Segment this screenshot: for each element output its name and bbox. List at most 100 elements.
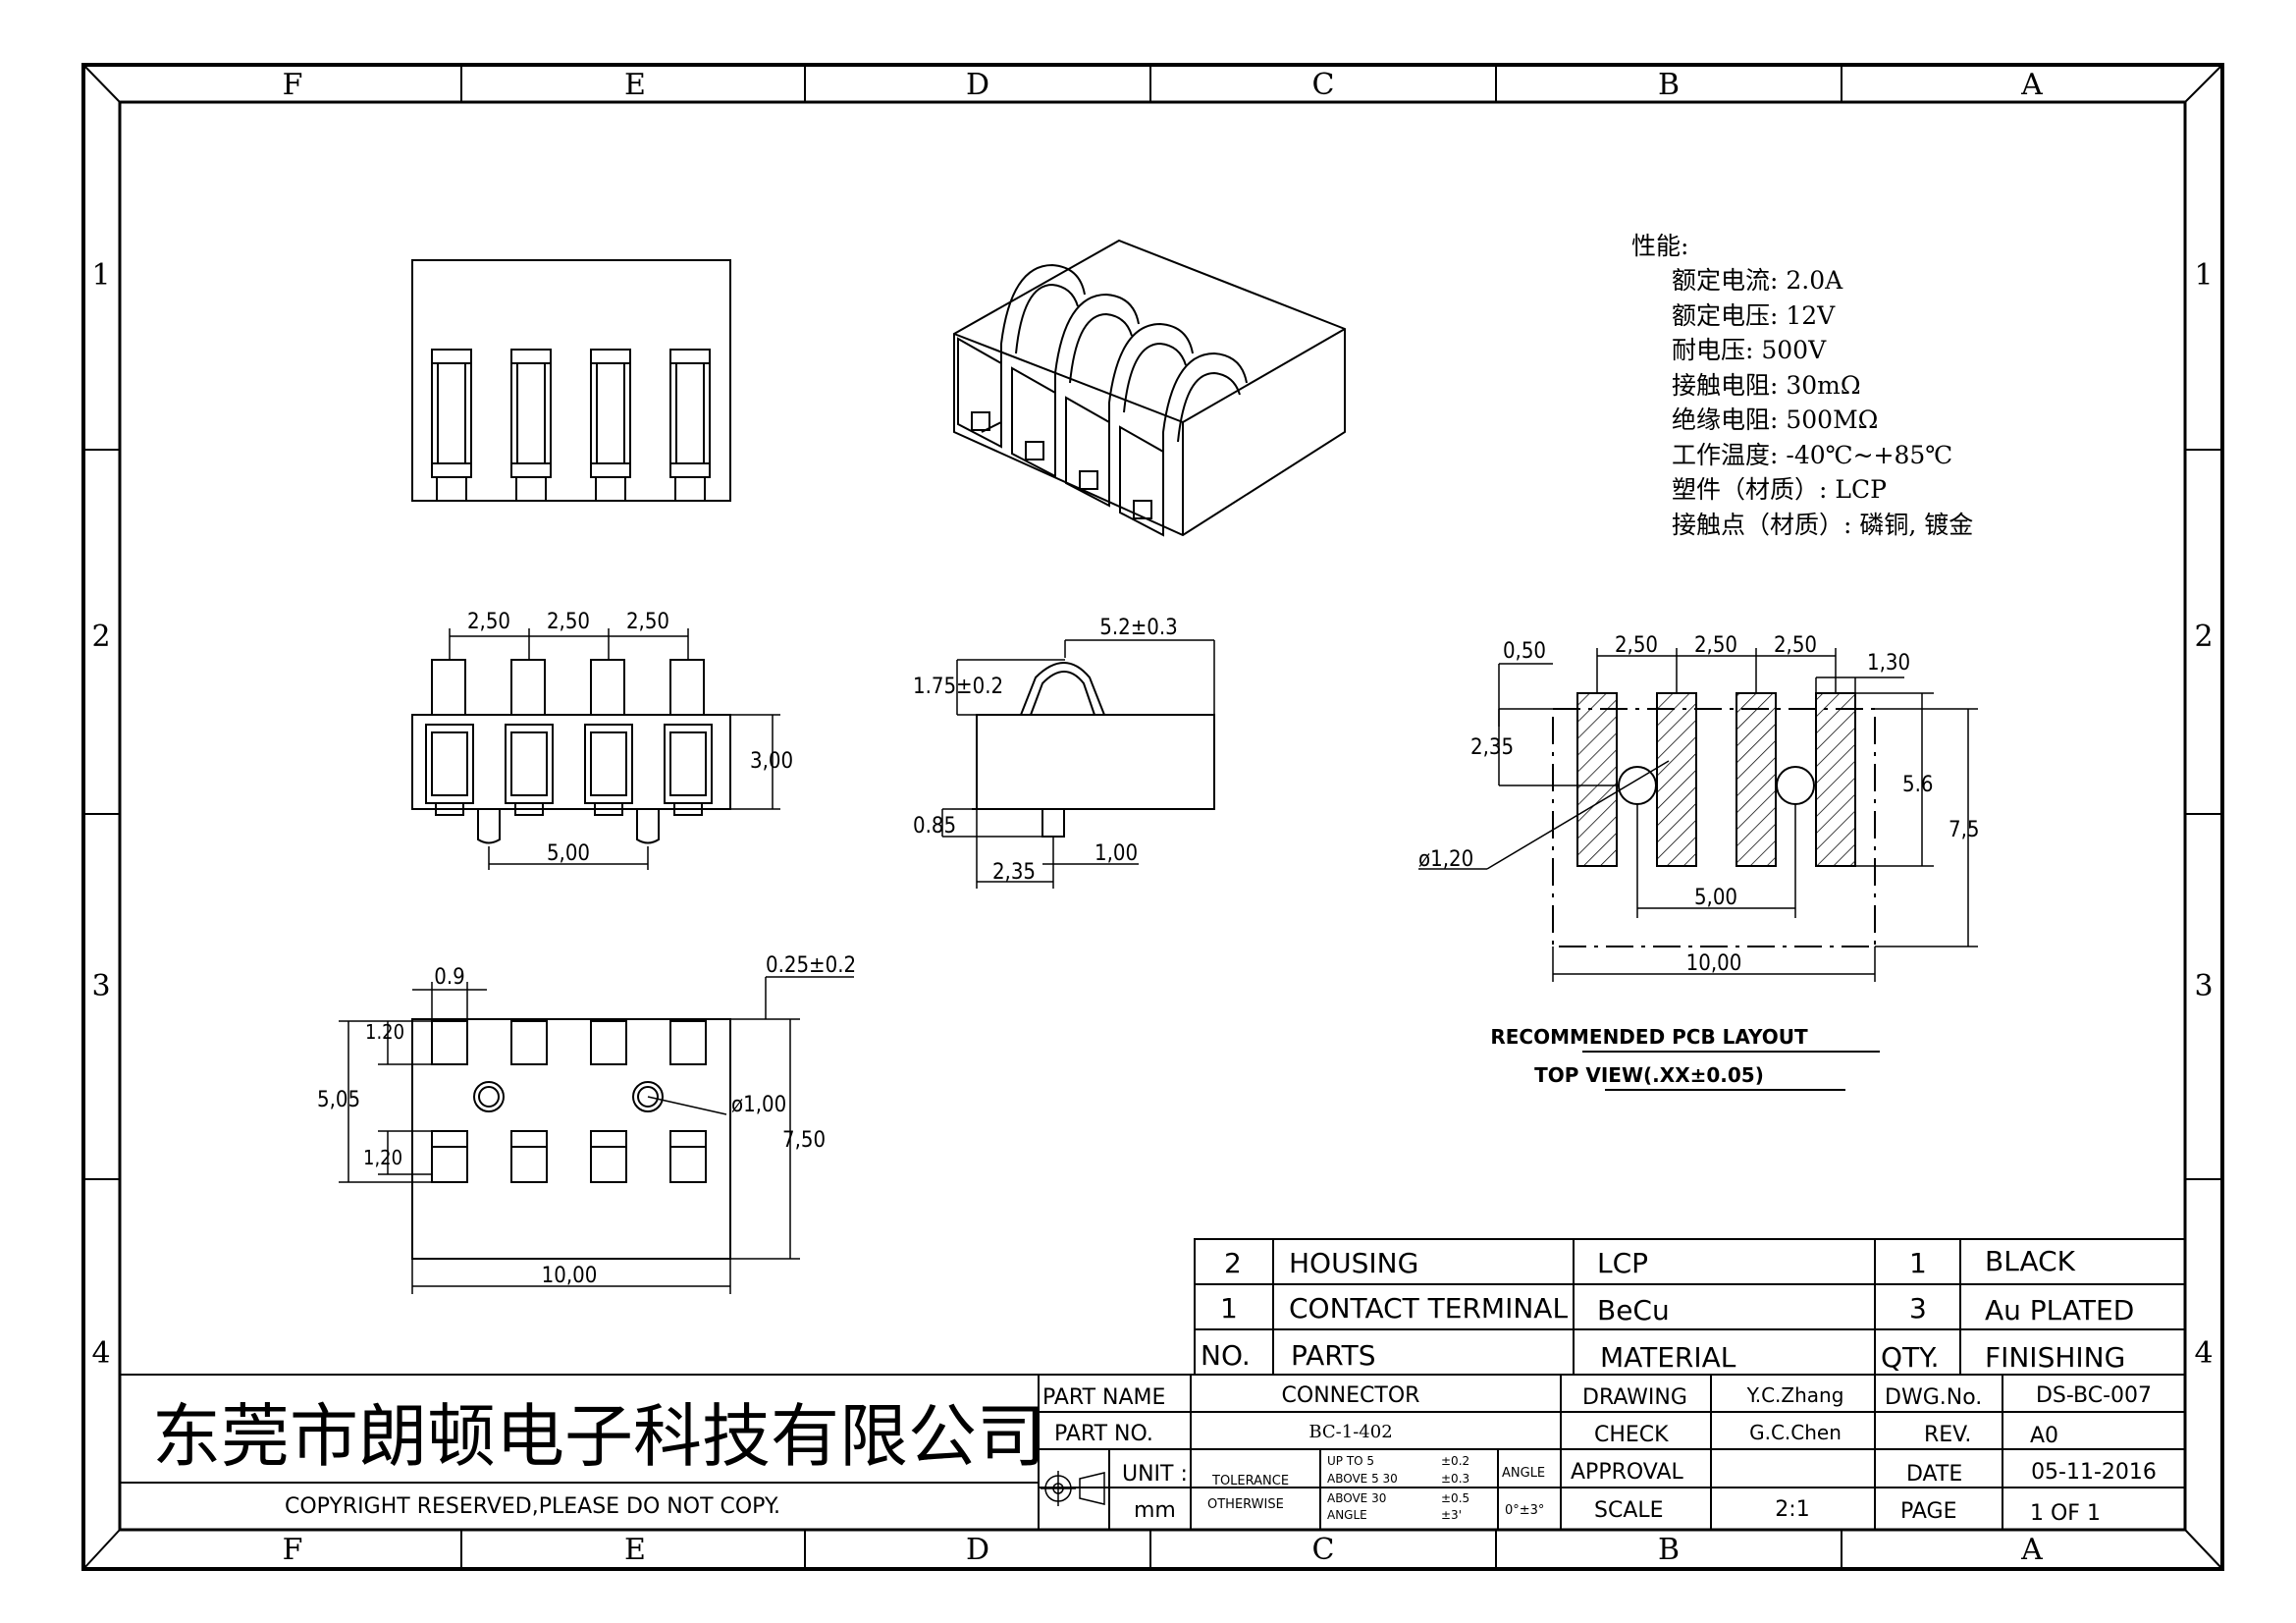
svg-text:2,35: 2,35 bbox=[1470, 735, 1514, 760]
svg-text:PART NAME: PART NAME bbox=[1042, 1385, 1165, 1410]
svg-text:1 OF 1: 1 OF 1 bbox=[2030, 1501, 2101, 1526]
svg-text:2,50: 2,50 bbox=[547, 610, 590, 634]
spec-line: 接触电阻: 30mΩ bbox=[1672, 371, 1861, 400]
svg-text:0.9: 0.9 bbox=[434, 965, 464, 990]
svg-text:ø1,00: ø1,00 bbox=[731, 1093, 786, 1117]
title-block bbox=[119, 1374, 2186, 1531]
svg-text:1.20: 1.20 bbox=[365, 1020, 404, 1044]
svg-text:TOP VIEW(.XX±0.05): TOP VIEW(.XX±0.05) bbox=[1534, 1063, 1764, 1087]
svg-text:1.75±0.2: 1.75±0.2 bbox=[913, 675, 1003, 699]
svg-text:±0.2: ±0.2 bbox=[1441, 1454, 1469, 1468]
svg-text:ABOVE 30: ABOVE 30 bbox=[1327, 1491, 1386, 1505]
col-label-bottom: E bbox=[624, 1533, 646, 1567]
spec-line: 额定电流: 2.0A bbox=[1672, 266, 1843, 295]
col-label-top: D bbox=[966, 68, 989, 102]
row-label-right: 4 bbox=[2194, 1336, 2213, 1371]
col-label-bottom: F bbox=[283, 1533, 303, 1567]
title-block-text: 东莞市朗顿电子科技有限公司 COPYRIGHT RESERVED,PLEASE … bbox=[152, 1383, 2157, 1526]
svg-text:PAGE: PAGE bbox=[1900, 1499, 1956, 1524]
col-label-bottom: A bbox=[2020, 1533, 2043, 1567]
svg-text:5,00: 5,00 bbox=[547, 841, 590, 866]
svg-text:ANGLE: ANGLE bbox=[1327, 1508, 1367, 1522]
col-label-bottom: C bbox=[1312, 1533, 1335, 1567]
svg-text:5,05: 5,05 bbox=[317, 1088, 360, 1112]
svg-text:SCALE: SCALE bbox=[1594, 1498, 1664, 1523]
grid-labels: F E D C B A F E D C B A 1 2 3 4 1 2 3 4 bbox=[91, 68, 2213, 1567]
front-contact bbox=[425, 659, 474, 816]
svg-text:05-11-2016: 05-11-2016 bbox=[2031, 1460, 2157, 1485]
svg-text:OTHERWISE: OTHERWISE bbox=[1207, 1497, 1284, 1512]
svg-text:5.2±0.3: 5.2±0.3 bbox=[1099, 616, 1178, 640]
svg-text:APPROVAL: APPROVAL bbox=[1571, 1460, 1683, 1485]
top-view-contact bbox=[431, 349, 472, 502]
front-dim-lines bbox=[449, 628, 780, 870]
spec-line: 塑件（材质）: LCP bbox=[1672, 475, 1887, 504]
spec-line: 绝缘电阻: 500MΩ bbox=[1672, 406, 1878, 434]
svg-text:0°±3°: 0°±3° bbox=[1505, 1503, 1544, 1518]
specs-block: 性能: 额定电流: 2.0A 额定电压: 12V 耐电压: 500V 接触电阻:… bbox=[1631, 232, 1973, 539]
row-label-left: 4 bbox=[91, 1336, 110, 1371]
col-label-top: A bbox=[2020, 68, 2043, 102]
row-label-left: 3 bbox=[91, 969, 110, 1003]
specs-heading: 性能: bbox=[1631, 232, 1688, 260]
side-view bbox=[941, 639, 1215, 889]
company-name: 东莞市朗顿电子科技有限公司 bbox=[152, 1396, 1045, 1477]
col-label-top: C bbox=[1312, 68, 1335, 102]
svg-text:7,50: 7,50 bbox=[782, 1128, 826, 1153]
svg-text:2: 2 bbox=[1224, 1247, 1242, 1279]
spec-line: 工作温度: -40℃~+85℃ bbox=[1672, 441, 1952, 469]
col-label-bottom: B bbox=[1658, 1533, 1680, 1567]
svg-text:G.C.Chen: G.C.Chen bbox=[1749, 1421, 1842, 1444]
svg-text:DATE: DATE bbox=[1906, 1462, 1962, 1487]
pcb-layout bbox=[1418, 648, 1978, 982]
svg-text:NO.: NO. bbox=[1201, 1339, 1251, 1372]
svg-text:10,00: 10,00 bbox=[1686, 951, 1742, 976]
spec-line: 接触点（材质）: 磷铜, 镀金 bbox=[1672, 511, 1973, 539]
front-dim-labels: 2,50 2,50 2,50 3,00 5,00 bbox=[467, 610, 793, 866]
svg-text:1,00: 1,00 bbox=[1095, 841, 1138, 866]
row-label-left: 2 bbox=[91, 620, 110, 654]
svg-text:mm: mm bbox=[1134, 1498, 1176, 1523]
layout-caption: RECOMMENDED PCB LAYOUT TOP VIEW(.XX±0.05… bbox=[1490, 1025, 1880, 1091]
svg-text:REV.: REV. bbox=[1924, 1423, 1971, 1447]
svg-text:PART NO.: PART NO. bbox=[1054, 1422, 1153, 1446]
pcb-dim-labels: 0,50 2,50 2,50 2,50 1,30 2,35 5.6 7,5 ø1… bbox=[1418, 633, 1979, 976]
projection-symbol-icon bbox=[1041, 1471, 1105, 1506]
svg-text:3: 3 bbox=[1909, 1292, 1927, 1325]
svg-text:2,50: 2,50 bbox=[1694, 633, 1737, 658]
svg-text:0.85: 0.85 bbox=[913, 814, 956, 839]
svg-text:3,00: 3,00 bbox=[750, 749, 793, 774]
svg-text:ANGLE: ANGLE bbox=[1502, 1466, 1545, 1481]
svg-text:1: 1 bbox=[1220, 1292, 1238, 1325]
svg-text:BLACK: BLACK bbox=[1985, 1245, 2076, 1277]
bottom-view bbox=[339, 976, 854, 1294]
svg-text:HOUSING: HOUSING bbox=[1289, 1247, 1418, 1279]
row-label-right: 3 bbox=[2194, 969, 2213, 1003]
svg-text:CHECK: CHECK bbox=[1594, 1423, 1669, 1447]
side-dim-labels: 5.2±0.3 1.75±0.2 0.85 2,35 1,00 bbox=[913, 616, 1178, 885]
svg-text:Au PLATED: Au PLATED bbox=[1985, 1294, 2134, 1326]
svg-text:UP TO 5: UP TO 5 bbox=[1327, 1454, 1374, 1468]
svg-text:CONTACT TERMINAL: CONTACT TERMINAL bbox=[1289, 1292, 1568, 1325]
svg-text:±0.3: ±0.3 bbox=[1441, 1472, 1469, 1486]
svg-text:RECOMMENDED PCB LAYOUT: RECOMMENDED PCB LAYOUT bbox=[1490, 1025, 1808, 1049]
svg-text:0,50: 0,50 bbox=[1503, 639, 1546, 664]
svg-text:1,30: 1,30 bbox=[1867, 651, 1910, 676]
svg-text:DRAWING: DRAWING bbox=[1582, 1385, 1687, 1410]
svg-text:5.6: 5.6 bbox=[1902, 773, 1933, 797]
svg-text:MATERIAL: MATERIAL bbox=[1600, 1341, 1736, 1374]
front-view bbox=[411, 628, 780, 870]
svg-text:7,5: 7,5 bbox=[1949, 818, 1979, 842]
svg-text:TOLERANCE: TOLERANCE bbox=[1211, 1474, 1289, 1488]
svg-text:2,35: 2,35 bbox=[992, 860, 1036, 885]
spec-line: 耐电压: 500V bbox=[1672, 336, 1827, 364]
svg-text:QTY.: QTY. bbox=[1881, 1341, 1939, 1374]
svg-text:±3': ±3' bbox=[1441, 1508, 1462, 1522]
top-view bbox=[411, 259, 731, 502]
bottom-contact bbox=[431, 1020, 468, 1183]
isometric-view bbox=[953, 239, 1346, 537]
svg-text:1: 1 bbox=[1909, 1247, 1927, 1279]
col-label-top: F bbox=[283, 68, 303, 102]
spec-line: 额定电压: 12V bbox=[1672, 301, 1836, 330]
